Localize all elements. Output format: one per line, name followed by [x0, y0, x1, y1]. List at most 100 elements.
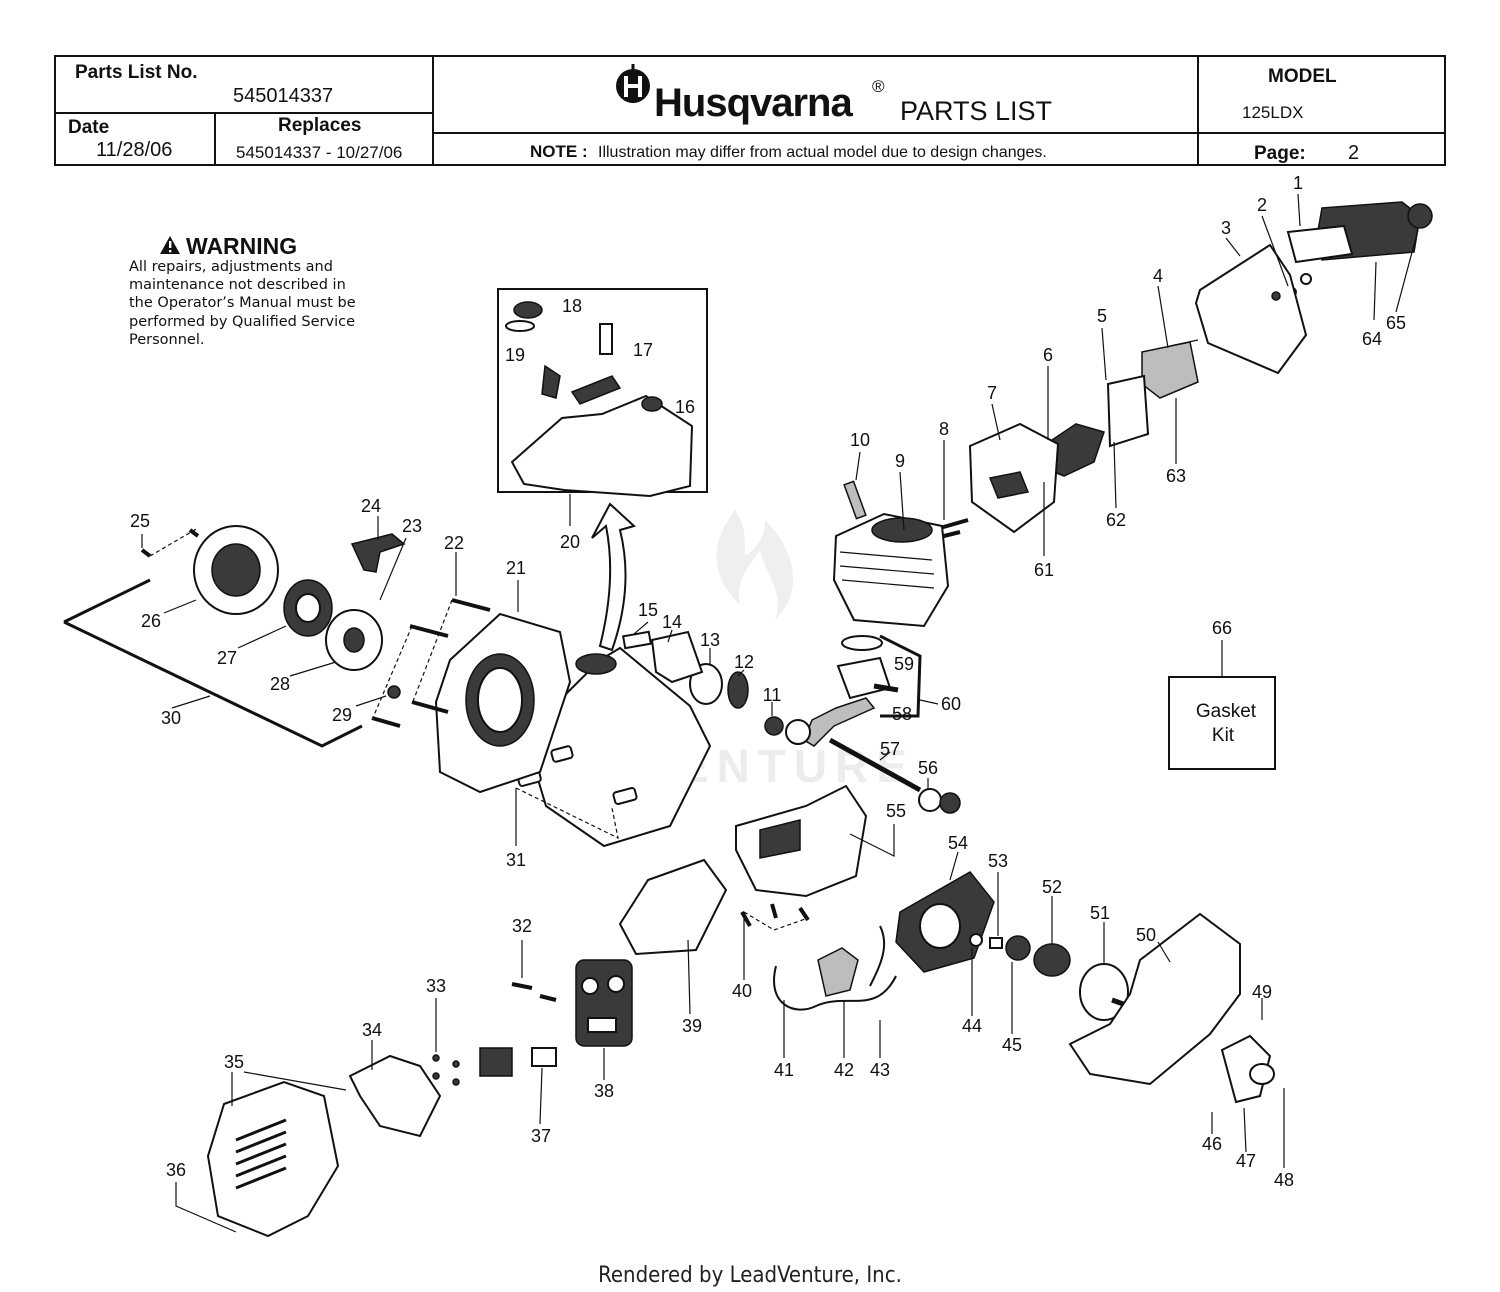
callout-10: 10: [850, 430, 870, 450]
warning-line: the Operator’s Manual must be: [129, 295, 356, 311]
bearing-shape: [785, 719, 811, 745]
callout-40: 40: [732, 981, 752, 1001]
primer-shape: [599, 323, 613, 355]
knob-shape: [1407, 203, 1433, 229]
callout-63: 63: [1166, 466, 1186, 486]
callout-1: 1: [1293, 173, 1303, 193]
warning-line: Personnel.: [129, 332, 204, 348]
callout-39: 39: [682, 1016, 702, 1036]
leader-lines: [63, 193, 1419, 1233]
callout-46: 46: [1202, 1134, 1222, 1154]
callout-44: 44: [962, 1016, 982, 1036]
warning-block: WARNING All repairs, adjustments and mai…: [129, 233, 356, 348]
piston-ring-shape: [841, 635, 883, 651]
callout-48: 48: [1274, 1170, 1294, 1190]
carburetor-shape: [1141, 341, 1199, 399]
callout-5: 5: [1097, 306, 1107, 326]
callout-23: 23: [402, 516, 422, 536]
husqvarna-logo-icon: [616, 64, 650, 103]
callout-25: 25: [130, 511, 150, 531]
callout-41: 41: [774, 1060, 794, 1080]
warning-line: maintenance not described in: [129, 277, 346, 293]
callout-26: 26: [141, 611, 161, 631]
cylinder-cover-shape: [206, 1080, 340, 1238]
callout-35: 35: [224, 1052, 244, 1072]
callout-4: 4: [1153, 266, 1163, 286]
air-box-shape: [1194, 243, 1308, 375]
gasket-kit-box: Gasket Kit: [1168, 676, 1276, 770]
callout-36: 36: [166, 1160, 186, 1180]
seal-shape: [764, 716, 784, 736]
callout-64: 64: [1362, 329, 1382, 349]
callout-65: 65: [1386, 313, 1406, 333]
washer-shape: [1005, 935, 1031, 961]
callout-32: 32: [512, 916, 532, 936]
callout-55: 55: [886, 801, 906, 821]
piston-shape: [836, 656, 892, 700]
crankcase-shape: [735, 784, 868, 898]
callout-2: 2: [1257, 195, 1267, 215]
callout-31: 31: [506, 850, 526, 870]
crankshaft-shape: [803, 697, 876, 747]
date-label: Date: [68, 117, 109, 138]
callout-28: 28: [270, 674, 290, 694]
page-label: Page:: [1254, 143, 1306, 164]
callout-11: 11: [763, 685, 782, 705]
drive-shape: [650, 630, 704, 684]
bushing-shape: [621, 630, 653, 650]
callout-53: 53: [988, 851, 1008, 871]
gasket-kit-line: Kit: [1212, 725, 1235, 746]
gasket-plate-shape: [1106, 374, 1150, 448]
callout-21: 21: [506, 558, 526, 578]
callout-54: 54: [948, 833, 968, 853]
callout-37: 37: [531, 1126, 551, 1146]
callout-3: 3: [1221, 218, 1231, 238]
callout-19: 19: [505, 345, 525, 365]
callout-6: 6: [1043, 345, 1053, 365]
callout-58: 58: [892, 704, 912, 724]
model-value: 125LDX: [1242, 103, 1303, 122]
callout-13: 13: [700, 630, 720, 650]
callout-9: 9: [895, 451, 905, 471]
callout-51: 51: [1090, 903, 1110, 923]
callout-47: 47: [1236, 1151, 1256, 1171]
heat-shield-shape: [618, 858, 728, 956]
callout-66: 66: [1212, 618, 1232, 638]
note-label: NOTE :: [530, 142, 588, 161]
callout-8: 8: [939, 419, 949, 439]
callout-43: 43: [870, 1060, 890, 1080]
callout-49: 49: [1252, 982, 1272, 1002]
callout-12: 12: [734, 652, 754, 672]
callout-17: 17: [633, 340, 653, 360]
screen-shape: [479, 1047, 513, 1077]
clutch-housing-shape: [1068, 912, 1241, 1086]
callout-16: 16: [675, 397, 695, 417]
brand-name: Husqvarna: [654, 81, 853, 125]
callout-30: 30: [161, 708, 181, 728]
header-table: Parts List No. 545014337 Date 11/28/06 R…: [54, 55, 1446, 166]
callout-56: 56: [918, 758, 938, 778]
clutch-shape: [1033, 943, 1071, 977]
starter-handle-shape: [350, 533, 406, 573]
callout-59: 59: [894, 654, 914, 674]
callout-22: 22: [444, 533, 464, 553]
note-text: Illustration may differ from actual mode…: [598, 144, 1047, 161]
page-number: 2: [1348, 142, 1359, 164]
warning-line: performed by Qualified Service: [129, 314, 355, 330]
replaces-value: 545014337 - 10/27/06: [236, 143, 402, 162]
fuel-tank-shape: [532, 646, 712, 848]
callout-34: 34: [362, 1020, 382, 1040]
callout-42: 42: [834, 1060, 854, 1080]
parts-list-number: 545014337: [233, 85, 333, 107]
callout-33: 33: [426, 976, 446, 996]
part-illustrations: [140, 201, 1433, 1238]
warning-title: WARNING: [186, 233, 297, 259]
registered-mark: ®: [872, 77, 885, 96]
spark-plug-shape: [843, 480, 867, 520]
air-filter-shape: [1286, 224, 1354, 264]
callout-50: 50: [1136, 925, 1156, 945]
callout-24: 24: [361, 496, 381, 516]
callout-29: 29: [332, 705, 352, 725]
callout-52: 52: [1042, 877, 1062, 897]
